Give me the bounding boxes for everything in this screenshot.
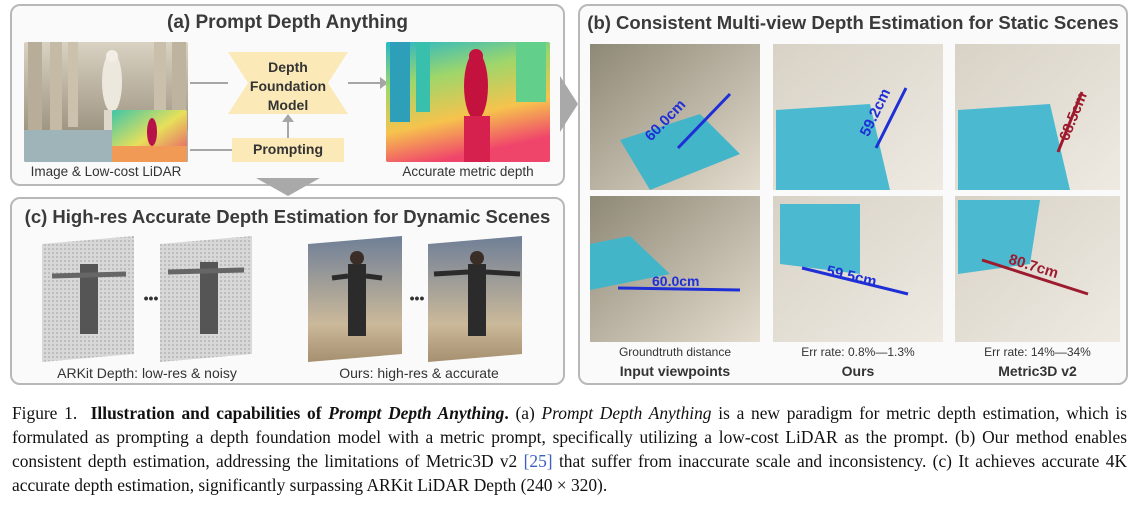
- input-view-top: [590, 44, 760, 190]
- measure-label-4: 60.0cm: [652, 273, 700, 289]
- ours-view-bottom: [773, 196, 943, 342]
- metric3d-view-top: [955, 44, 1120, 190]
- model-hourglass-shape: [228, 52, 348, 114]
- output-depth-image: [386, 42, 550, 162]
- metric-depth-map: [386, 42, 550, 162]
- caption-text-3: that suffer from inaccurate scale and in…: [12, 451, 1128, 495]
- output-label: Accurate metric depth: [402, 164, 534, 179]
- down-arrow-icon: [256, 178, 320, 196]
- lidar-depth-thumbnail: [112, 110, 187, 162]
- panel-c-images: [42, 236, 522, 362]
- panel-b-images: [590, 44, 1120, 342]
- caption-prefix: Figure 1.: [12, 403, 78, 423]
- panel-a-title: (a) Prompt Depth Anything: [167, 12, 408, 33]
- note-err-ours: Err rate: 0.8%—1.3%: [801, 345, 915, 359]
- input-label: Image & Low-cost LiDAR: [30, 164, 182, 179]
- measure-line-6: [981, 258, 1089, 296]
- caption-text-1: (a): [508, 403, 542, 423]
- caption-bold-end: .: [504, 403, 509, 423]
- col-label-input: Input viewpoints: [619, 363, 731, 379]
- panel-c-title: (c) High-res Accurate Depth Estimation f…: [24, 206, 551, 227]
- col-label-metric3d: Metric3D v2: [998, 363, 1077, 379]
- measure-line-3: [1056, 91, 1084, 153]
- measure-line-2: [874, 87, 908, 149]
- note-groundtruth: Groundtruth distance: [618, 345, 732, 359]
- model-label: Depth Foundation Model: [249, 59, 327, 113]
- input-view-bottom: [590, 196, 760, 342]
- caption-reference-link[interactable]: [25]: [523, 451, 553, 471]
- note-err-metric3d: Err rate: 14%—34%: [984, 345, 1091, 359]
- measure-line-1: [676, 92, 732, 150]
- ellipsis-right: •••: [409, 290, 425, 306]
- caption-text-2: is a new paradigm for metric depth estim…: [12, 403, 1128, 471]
- lidar-inset: [112, 110, 187, 162]
- panel-b-title: (b) Consistent Multi-view Depth Estimati…: [587, 12, 1119, 33]
- arkit-label: ARKit Depth: low-res & noisy: [57, 365, 237, 381]
- ellipsis-left: •••: [143, 290, 159, 306]
- caption-bold-italic: Prompt Depth Anything: [328, 403, 505, 423]
- prompting-label: Prompting: [253, 141, 323, 157]
- col-label-ours: Ours: [841, 363, 875, 379]
- panel-a-flow: [190, 52, 388, 151]
- caption-italic-1: Prompt Depth Anything: [541, 403, 712, 423]
- prompting-box: [232, 138, 344, 162]
- ours-c-label: Ours: high-res & accurate: [339, 365, 499, 381]
- measure-line-4: [617, 286, 741, 292]
- ours-view-top: [773, 44, 943, 190]
- metric3d-view-bottom: [955, 196, 1120, 342]
- caption-bold-start: Illustration and capabilities of: [90, 403, 329, 423]
- measure-line-5: [801, 266, 909, 296]
- figure-caption: Figure 1. Illustration and capabilities …: [12, 401, 1127, 497]
- right-arrow-icon: [560, 76, 578, 132]
